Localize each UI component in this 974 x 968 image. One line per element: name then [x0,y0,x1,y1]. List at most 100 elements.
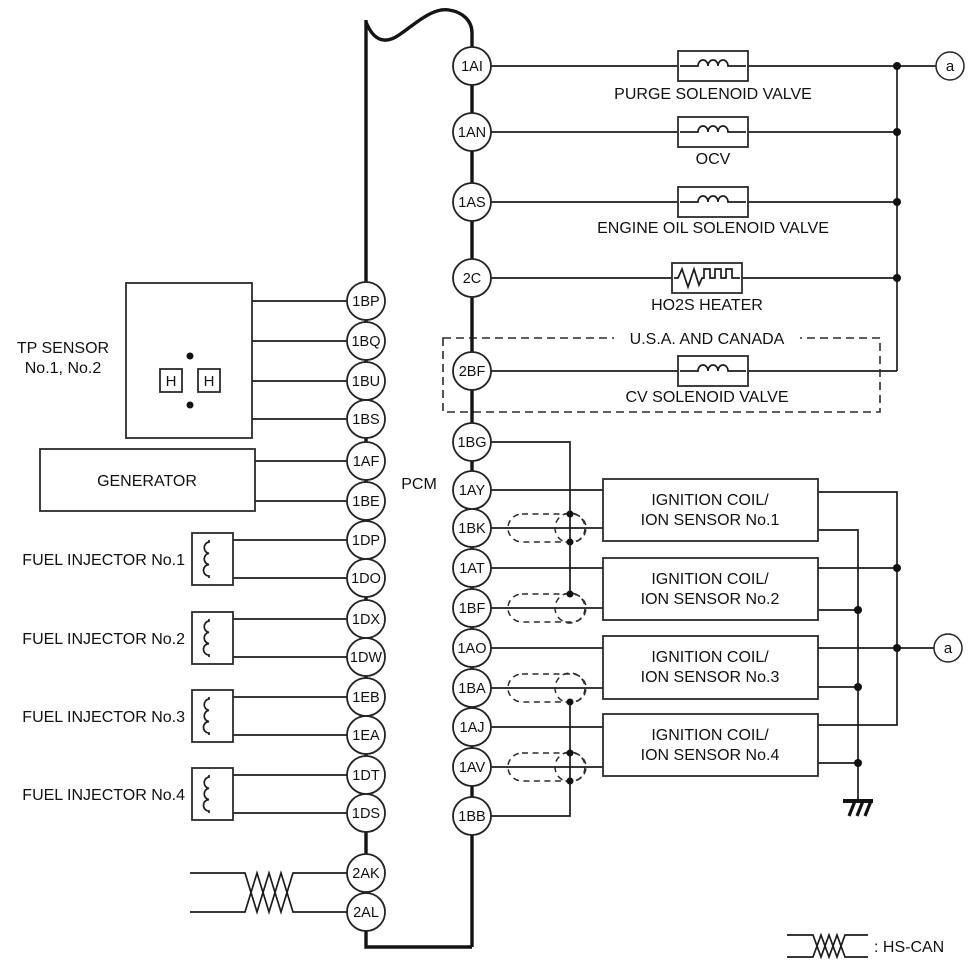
svg-text:2BF: 2BF [459,364,486,380]
pcm-pins-right: 1AI 1AN 1AS 2C 2BF 1BG 1AY 1BK 1AT 1BF 1… [452,46,492,836]
purge-solenoid-valve: PURGE SOLENOID VALVE [614,50,812,103]
svg-text:1BU: 1BU [352,374,380,390]
injector-box-4 [191,767,234,821]
ignition-box-2 [602,557,819,621]
pin-1dx: 1DX [346,599,386,639]
pin-1bf: 1BF [452,588,492,628]
svg-text:1BS: 1BS [352,412,379,428]
heater-resistor-icon [674,266,740,290]
pin-1bq: 1BQ [346,321,386,361]
ocv: OCV [677,116,749,168]
tp-sensor-label-2: No.1, No.2 [25,360,102,377]
shield-1bk [507,513,587,543]
svg-text:1BA: 1BA [458,681,486,697]
chassis-ground-icon [843,799,873,817]
pin-1an: 1AN [452,112,492,152]
svg-text:1AF: 1AF [353,454,380,470]
pin-1af: 1AF [346,441,386,481]
tp-sensor: H H TP SENSOR No.1, No.2 [17,282,253,439]
legend-twisted-pair-icon [787,932,868,960]
shield-1av [507,752,587,782]
shield-1bf [507,593,587,623]
ocv-label: OCV [696,151,731,168]
fuel-injector-1: FUEL INJECTOR No.1 [22,532,234,586]
ignition-3-line2: ION SENSOR No.3 [641,669,780,686]
ignition-2-line2: ION SENSOR No.2 [641,591,780,608]
svg-text:1BQ: 1BQ [351,334,380,350]
svg-text:1BK: 1BK [458,521,486,537]
ho2s-label: HO2S HEATER [651,297,763,314]
pin-1do: 1DO [346,558,386,598]
svg-text:1EA: 1EA [352,728,380,744]
svg-text:1DO: 1DO [351,571,381,587]
ignition-coil-2: IGNITION COIL/ ION SENSOR No.2 [602,557,819,621]
pin-1bg: 1BG [452,422,492,462]
svg-text:1AS: 1AS [458,195,485,211]
pcm-pins-left: 1BP 1BQ 1BU 1BS 1AF 1BE 1DP 1DO 1DX 1DW … [346,281,386,932]
ignition-2-line1: IGNITION COIL/ [651,571,769,588]
pin-1ba: 1BA [452,668,492,708]
ignition-coil-1: IGNITION COIL/ ION SENSOR No.1 [602,478,819,542]
injector-coil-icon [202,697,210,735]
pin-1be: 1BE [346,481,386,521]
tp-sensor-box [125,282,253,439]
ignition-box-4 [602,713,819,777]
pin-1dw: 1DW [346,637,386,677]
svg-text:1AV: 1AV [459,760,486,776]
pin-2c: 2C [452,258,492,298]
pin-1ao: 1AO [452,628,492,668]
generator-label: GENERATOR [97,473,197,490]
fuel-injector-3: FUEL INJECTOR No.3 [22,689,234,743]
shield-1ba [507,673,587,703]
pin-1bu: 1BU [346,361,386,401]
ignition-ground-bus [818,529,859,801]
svg-text:a: a [946,58,955,75]
ignition-1-line1: IGNITION COIL/ [651,492,769,509]
pin-1dp: 1DP [346,520,386,560]
pin-1bs: 1BS [346,399,386,439]
fuel-injector-4: FUEL INJECTOR No.4 [22,767,234,821]
ignition-1-line2: ION SENSOR No.1 [641,512,780,529]
svg-text:2AK: 2AK [352,866,380,882]
svg-text:1DT: 1DT [352,768,380,784]
svg-text:1EB: 1EB [352,690,379,706]
ignition-coil-3: IGNITION COIL/ ION SENSOR No.3 [602,635,819,700]
connector-ref-mid: a [933,633,963,663]
svg-text:1AO: 1AO [457,641,486,657]
legend-twisted-pair-icon [787,932,868,960]
svg-text:1AI: 1AI [461,59,483,75]
svg-text:1BP: 1BP [352,294,379,310]
pcm-label: PCM [401,476,437,493]
ho2s-box [671,262,743,294]
injector-box-3 [191,689,234,743]
svg-text:2AL: 2AL [353,905,379,921]
injector-coil-icon [202,619,210,657]
svg-text:2C: 2C [463,271,482,287]
svg-text:1DS: 1DS [352,806,380,822]
hs-can-legend: : HS-CAN [787,932,944,960]
svg-text:1DW: 1DW [350,650,383,666]
pin-1av: 1AV [452,747,492,787]
injector-box-2 [191,611,234,665]
pin-1eb: 1EB [346,677,386,717]
pin-1as: 1AS [452,182,492,222]
pin-1ai: 1AI [452,46,492,86]
junction-dots [186,62,901,785]
ho2s-heater: HO2S HEATER [651,262,763,314]
generator-box [39,448,256,512]
cv-solenoid-valve: CV SOLENOID VALVE [625,355,789,406]
fuel-injector-2: FUEL INJECTOR No.2 [22,611,234,665]
tp-h-box-2 [197,368,221,393]
can-low-wire [190,870,360,915]
pin-1bp: 1BP [346,281,386,321]
shielded-cable-symbols [507,512,587,783]
ignition-coil-4: IGNITION COIL/ ION SENSOR No.4 [602,713,819,777]
region-note-label: U.S.A. AND CANADA [630,331,785,348]
injector-4-label: FUEL INJECTOR No.4 [22,787,185,804]
svg-text:1DX: 1DX [352,612,381,628]
pin-1ea: 1EA [346,715,386,755]
pin-1ds: 1DS [346,793,386,833]
solenoid-coil-icon [680,364,746,372]
ignition-box-3 [602,635,819,700]
injector-coil-icon [202,540,210,578]
